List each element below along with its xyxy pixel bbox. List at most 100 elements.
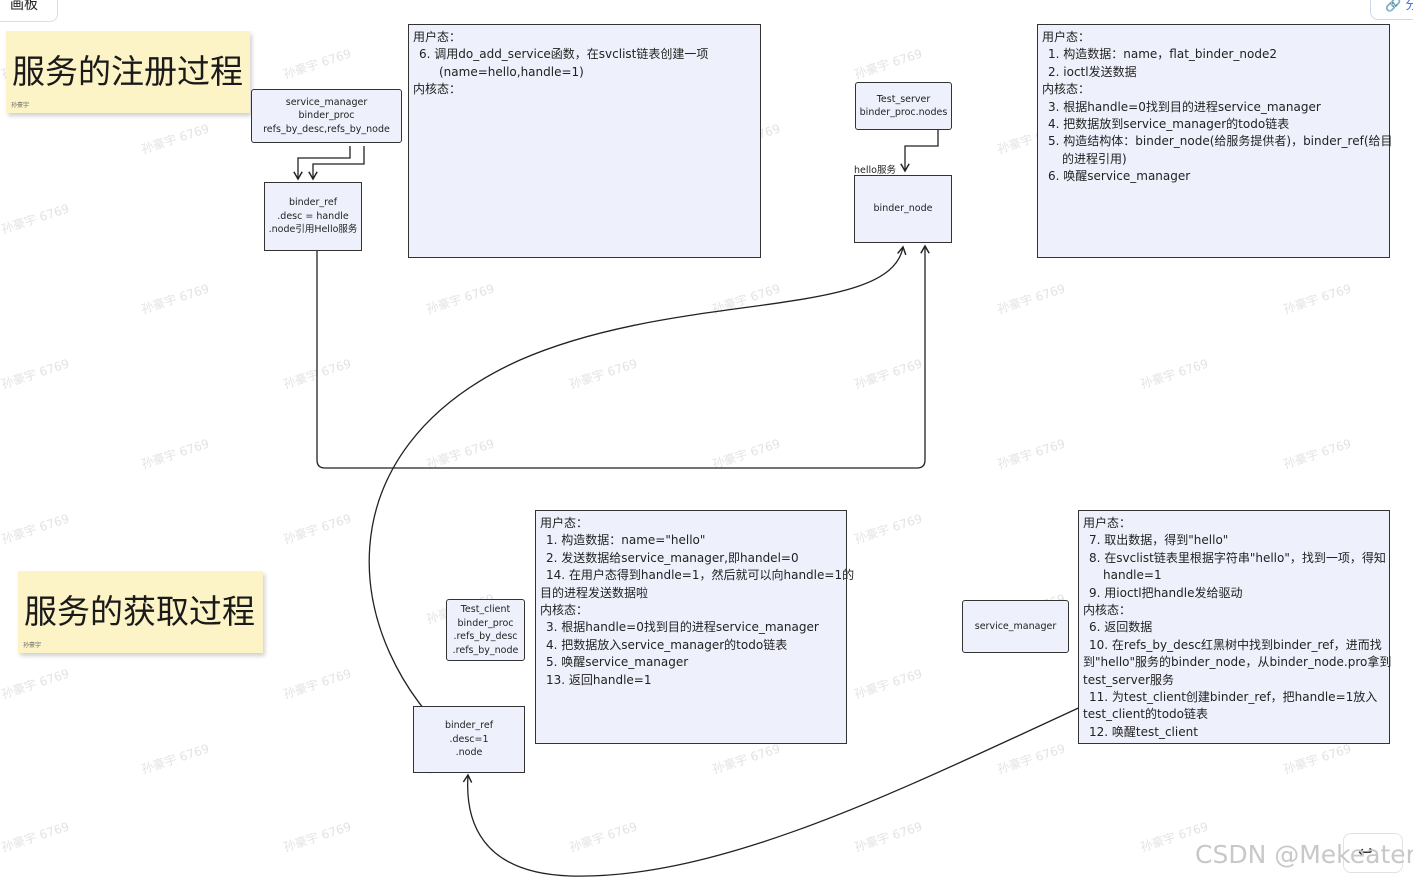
watermark-text: 孙豪宇 6769 (139, 436, 211, 472)
note-line: 用户态： (540, 516, 589, 530)
connector-sm-to-ref-1 (293, 146, 351, 181)
hello-service-label: hello服务 (854, 165, 896, 176)
csdn-watermark: CSDN @Mekeater (1195, 840, 1413, 869)
note-line: 3. 根据handle=0找到目的进程service_manager (546, 620, 819, 635)
watermark-text: 孙豪宇 6769 (1281, 436, 1353, 472)
note-line: 7. 取出数据，得到"hello" (1089, 533, 1229, 548)
service-manager-box-bottom[interactable]: service_manager (962, 600, 1069, 653)
note-line: 目的进程发送数据啦 (540, 585, 649, 600)
watermark-text: 孙豪宇 6769 (139, 121, 211, 157)
box-line: .desc = handle (277, 210, 349, 222)
note-top-right[interactable]: 用户态： 1. 构造数据：name，flat_binder_node2 2. ioc… (1037, 24, 1393, 258)
sticky-get-author: 孙豪宇 (23, 642, 42, 649)
note-line: 1. 构造数据：name，flat_binder_node2 (1048, 47, 1277, 62)
watermark-text: 孙豪宇 6769 (0, 819, 71, 855)
box-line: .node引用Hello服务 (268, 224, 358, 236)
note-line: handle=1 (1103, 568, 1162, 583)
note-line: 11. 为test_client创建binder_ref，把handle=1放入 (1089, 690, 1378, 705)
watermark-text: 孙豪宇 6769 (1281, 281, 1353, 317)
undo-button[interactable]: ↩ (1343, 833, 1403, 873)
note-line: 13. 返回handle=1 (546, 672, 652, 687)
box-line: binder_node (873, 203, 933, 215)
watermark-text: 孙豪宇 6769 (424, 436, 496, 472)
watermark-text: 孙豪宇 6769 (852, 356, 924, 392)
sticky-get-title: 服务的获取过程 (24, 592, 255, 631)
watermark-text: 孙豪宇 6769 (139, 741, 211, 777)
watermark-text: 孙豪宇 6769 (0, 511, 71, 547)
box-line: .desc=1 (449, 733, 489, 745)
note-line: test_client的todo链表 (1083, 707, 1209, 722)
watermark-text: 孙豪宇 6769 (995, 281, 1067, 317)
note-line: 6. 返回数据 (1089, 620, 1153, 635)
watermark-text: 孙豪宇 6769 (995, 741, 1067, 777)
note-line: 2. 发送数据给service_manager,即handel=0 (546, 550, 799, 565)
sticky-register[interactable]: 服务的注册过程 孙豪宇 (6, 31, 250, 113)
box-line: .refs_by_node (452, 644, 519, 656)
note-line: 2. ioctl发送数据 (1048, 64, 1137, 79)
note-line: 4. 把数据放到service_manager的todo链表 (1048, 117, 1290, 132)
watermark-text: 孙豪宇 6769 (852, 46, 924, 82)
watermark-text: 孙豪宇 6769 (567, 356, 639, 392)
share-button[interactable]: 🔗 分 (1370, 0, 1413, 20)
note-top-middle[interactable]: 用户态： 6. 调用do_add_service函数，在svclist链表创建一项… (408, 24, 761, 258)
note-line: 10. 在refs_by_desc红黑树中找到binder_ref，进而找 (1089, 637, 1382, 652)
binder-ref-box-bottom[interactable]: binder_ref .desc=1 .node (413, 706, 525, 773)
box-line: .refs_by_desc (453, 631, 518, 642)
note-line: 用户态： (1083, 516, 1132, 530)
note-line: 内核态： (1042, 82, 1091, 97)
note-line: 6. 唤醒service_manager (1048, 169, 1191, 184)
note-line: 1. 构造数据：name="hello" (546, 533, 706, 548)
watermark-text: 孙豪宇 6769 (710, 741, 782, 777)
connector-sm-to-ref-2 (308, 146, 365, 181)
note-bottom-right[interactable]: 用户态： 7. 取出数据，得到"hello" 8. 在svclist链表里根据字符串… (1078, 510, 1392, 744)
note-line: 5. 构造结构体：binder_node(给服务提供者)，binder_ref(… (1048, 134, 1393, 149)
watermark-text: 孙豪宇 6769 (139, 281, 211, 317)
watermark-text: 孙豪宇 6769 (710, 281, 782, 317)
note-line: 的进程引用) (1062, 151, 1127, 166)
watermark-text: 孙豪宇 6769 (852, 666, 924, 702)
service-manager-box-top[interactable]: service_manager binder_proc refs_by_desc… (251, 89, 402, 143)
watermark-text: 孙豪宇 6769 (0, 356, 71, 392)
note-bottom-middle[interactable]: 用户态： 1. 构造数据：name="hello" 2. 发送数据给service_… (535, 510, 854, 744)
watermark-text: 孙豪宇 6769 (567, 819, 639, 855)
test-client-box[interactable]: Test_client binder_proc .refs_by_desc .r… (446, 599, 525, 661)
note-line: 内核态： (413, 82, 462, 97)
connector-server-to-node (900, 128, 939, 173)
note-line: test_server服务 (1083, 672, 1175, 687)
note-line: 内核态： (1083, 603, 1132, 618)
note-line: 用户态： (1042, 30, 1091, 44)
note-line: 4. 把数据放入service_manager的todo链表 (546, 637, 788, 652)
watermark-text: 孙豪宇 6769 (852, 819, 924, 855)
binder-ref-box-top[interactable]: binder_ref .desc = handle .node引用Hello服务 (264, 182, 362, 251)
watermark-text: 孙豪宇 6769 (852, 511, 924, 547)
box-line: .node (455, 747, 483, 759)
sticky-register-author: 孙豪宇 (11, 102, 30, 109)
box-line: binder_proc (298, 110, 355, 122)
note-line: 用户态： (413, 30, 462, 44)
box-line: refs_by_desc,refs_by_node (263, 123, 390, 135)
note-line: 9. 用ioctl把handle发给驱动 (1089, 585, 1243, 600)
board-tab[interactable]: 画板 (0, 0, 58, 22)
note-line: 8. 在svclist链表里根据字符串"hello"，找到一项，得知 (1089, 550, 1386, 565)
box-line: service_manager (974, 620, 1057, 632)
box-line: binder_proc (457, 617, 514, 629)
note-line: 5. 唤醒service_manager (546, 655, 689, 670)
note-line: 到"hello"服务的binder_node，从binder_node.pro拿… (1083, 655, 1392, 670)
box-line: binder_ref (288, 197, 338, 209)
binder-node-box[interactable]: binder_node (854, 175, 952, 243)
box-line: binder_proc.nodes (859, 107, 948, 118)
note-line: (name=hello,handle=1) (439, 64, 584, 79)
watermark-text: 孙豪宇 6769 (1281, 741, 1353, 777)
box-line: Test_client (460, 604, 511, 615)
watermark-text: 孙豪宇 6769 (281, 819, 353, 855)
note-line: 6. 调用do_add_service函数，在svclist链表创建一项 (419, 47, 709, 62)
sticky-register-title: 服务的注册过程 (12, 52, 243, 91)
watermark-text: 孙豪宇 6769 (281, 46, 353, 82)
sticky-get[interactable]: 服务的获取过程 孙豪宇 (18, 571, 263, 653)
watermark-text: 孙豪宇 6769 (995, 436, 1067, 472)
test-server-box[interactable]: Test_server binder_proc.nodes (855, 82, 952, 130)
box-line: Test_server (876, 93, 931, 105)
watermark-text: 孙豪宇 6769 (281, 666, 353, 702)
note-line: 内核态： (540, 603, 589, 618)
